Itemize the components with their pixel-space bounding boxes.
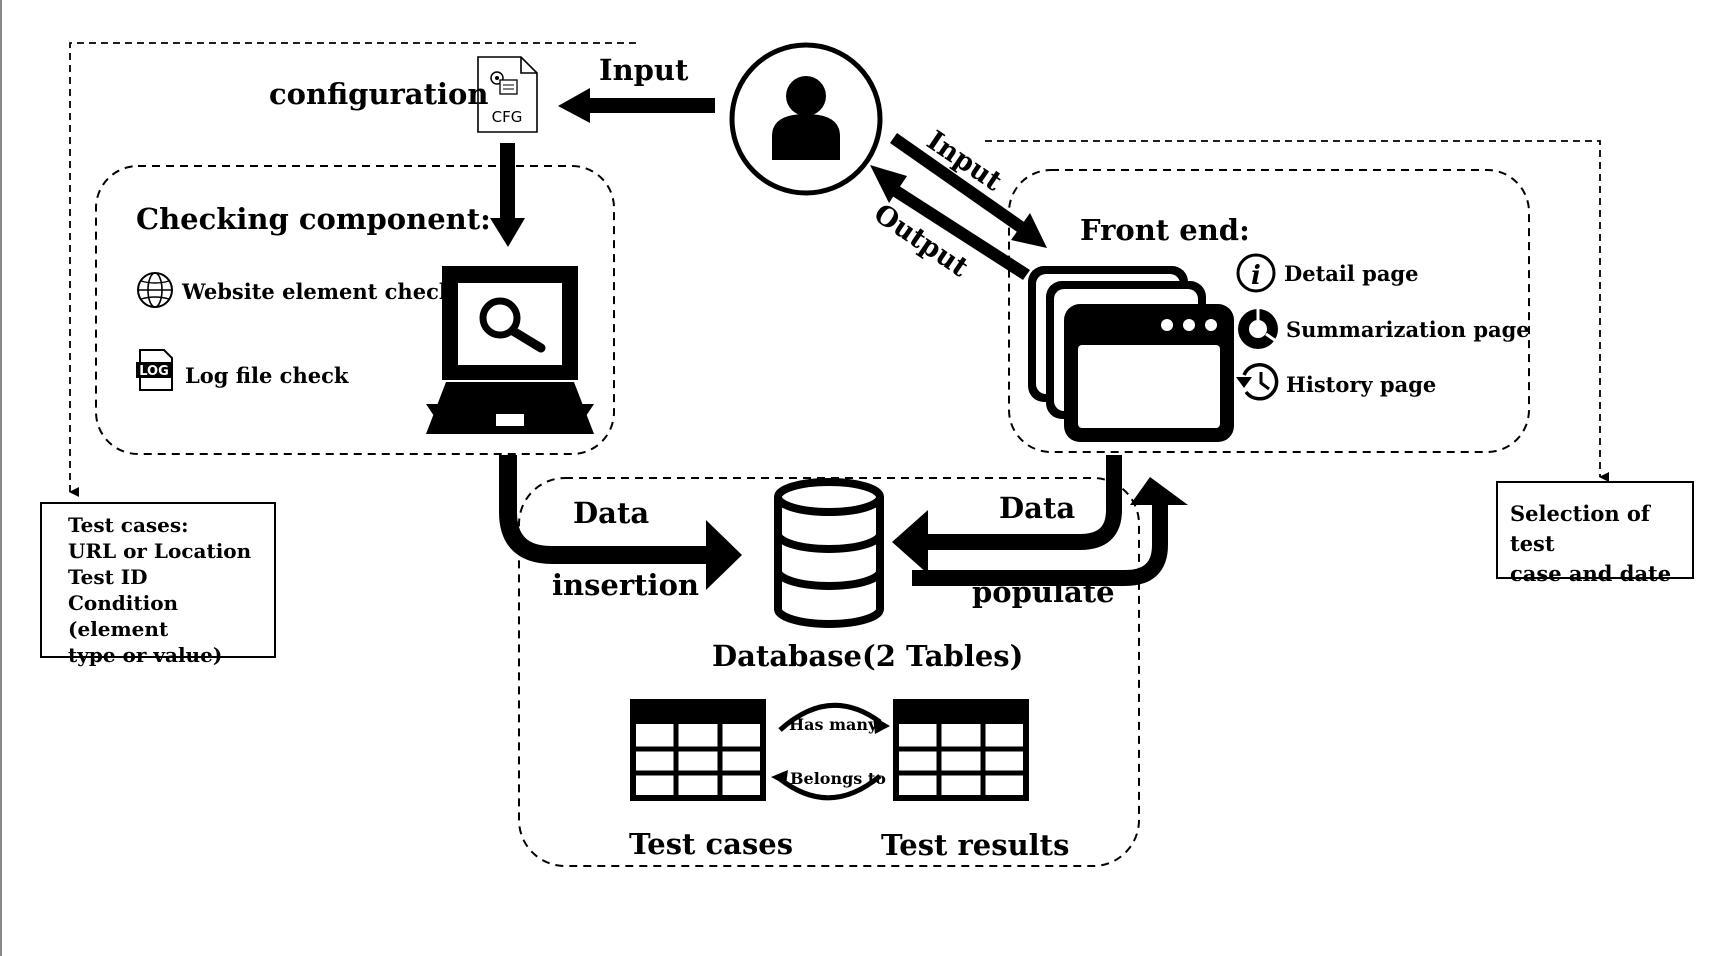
test-cases-box-line: Test cases: (68, 513, 189, 537)
test-cases-box-line: Condition (element (68, 591, 179, 641)
database-icon (774, 478, 884, 628)
configuration-label: configuration (269, 77, 488, 111)
website-element-check-label: Website element check (181, 279, 454, 304)
has-many-label: Has many (789, 715, 878, 734)
dashed-connector-selection (985, 140, 1609, 482)
arrow-input-to-front-end (890, 133, 1047, 248)
arrow-populate-front-end (912, 477, 1188, 586)
table-icon (893, 699, 1029, 801)
dashed-connector-test-cases (69, 42, 636, 497)
log-file-icon: LOG (136, 349, 173, 391)
data-insertion-label-2: insertion (552, 568, 699, 602)
database-boundary (518, 477, 1140, 867)
arrow-input-to-config (558, 88, 715, 123)
info-icon: i (1236, 253, 1276, 293)
checking-component-boundary (95, 165, 615, 455)
laptop-search-icon (426, 266, 594, 434)
database-label: Database(2 Tables) (712, 639, 1023, 673)
pie-chart-icon (1238, 309, 1278, 349)
detail-page-label: Detail page (1284, 261, 1418, 286)
history-icon (1236, 363, 1279, 401)
cfg-icon-label: CFG (492, 108, 523, 126)
table-icon (630, 699, 766, 801)
input-label-top: Input (599, 53, 689, 87)
log-file-check-label: Log file check (185, 363, 349, 388)
browser-windows-icon (1028, 266, 1234, 442)
data-insertion-label-1: Data (573, 496, 649, 530)
test-cases-box-line: URL or Location (68, 539, 252, 563)
test-results-table-label: Test results (881, 828, 1069, 862)
selection-box: Selection of test case and date (1496, 481, 1694, 586)
log-icon-label: LOG (139, 364, 169, 379)
test-cases-table-label: Test cases (629, 827, 793, 861)
arrow-config-to-checker (490, 143, 525, 247)
front-end-boundary (1008, 169, 1530, 453)
data-populate-label-1: Data (999, 491, 1075, 525)
user-icon (729, 42, 883, 196)
front-end-title: Front end: (1080, 213, 1250, 247)
summarization-page-label: Summarization page (1286, 317, 1530, 342)
checking-component-title: Checking component: (136, 202, 491, 236)
selection-box-line: case and date (1510, 561, 1672, 586)
globe-icon (137, 272, 173, 308)
test-cases-box-line: Test ID (68, 565, 148, 589)
data-populate-label-2: populate (972, 575, 1115, 609)
test-cases-box-line: type or value) (68, 643, 223, 667)
arrow-output-to-user (870, 165, 1030, 280)
arrow-data-to-database (892, 455, 1122, 574)
selection-box-line: Selection of test (1510, 501, 1650, 556)
svg-text:i: i (1251, 261, 1261, 291)
test-cases-box: Test cases: URL or Location Test ID Cond… (40, 502, 276, 667)
arrow-data-insertion (499, 455, 742, 590)
document-cfg-icon: CFG (477, 56, 538, 133)
relation-arrows (771, 702, 890, 801)
history-page-label: History page (1286, 372, 1436, 397)
belongs-to-label: Belongs to (790, 769, 886, 788)
